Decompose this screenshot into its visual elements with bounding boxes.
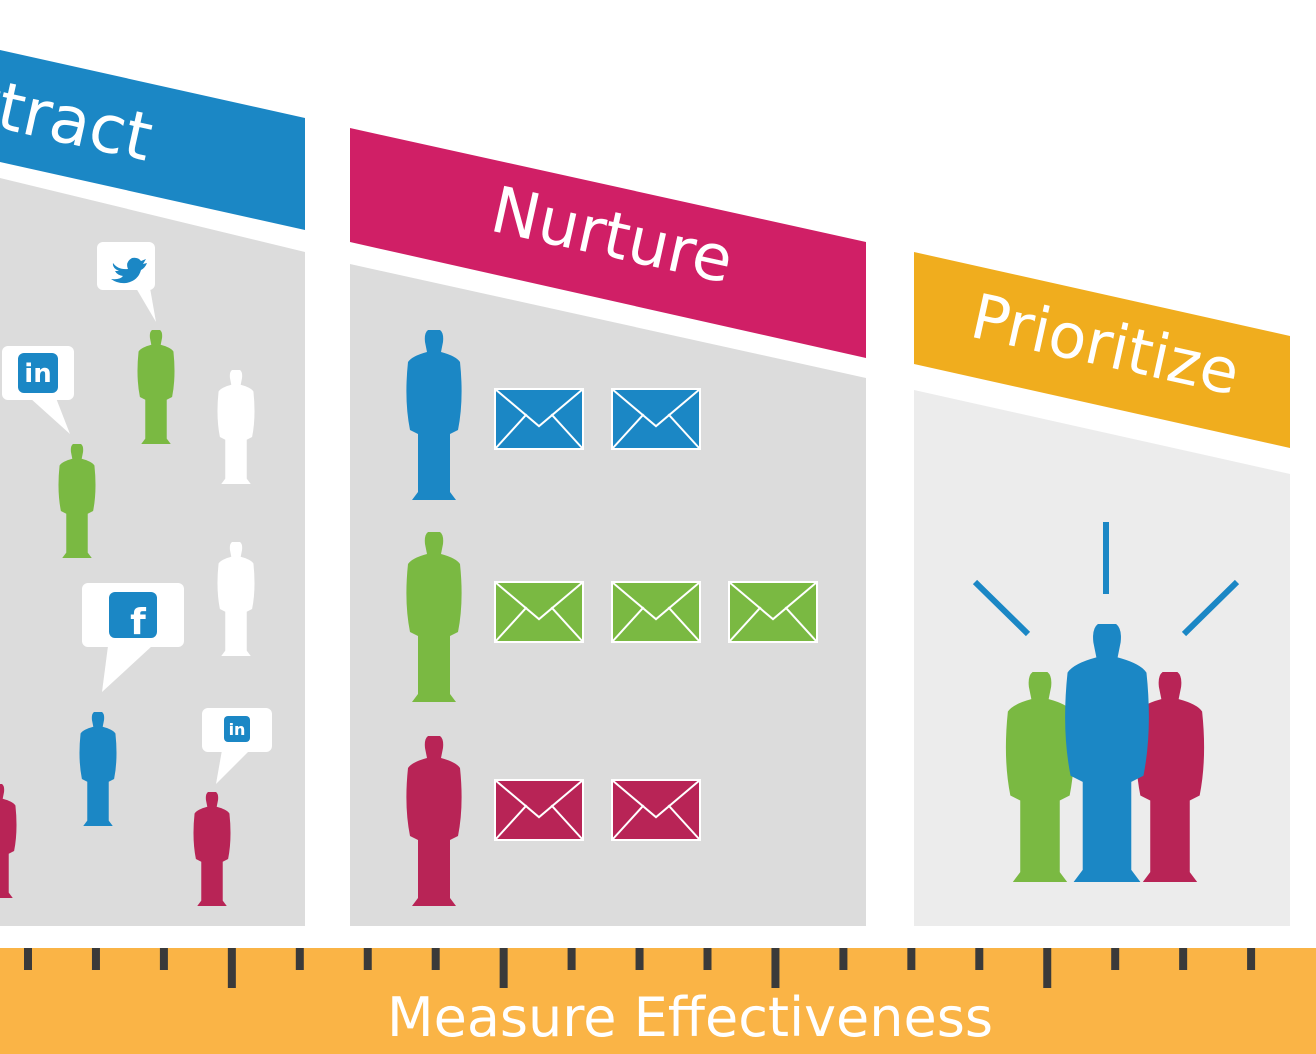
prioritize-banner [914,252,1290,448]
envelope-icon [611,779,701,841]
ruler-minor-tick [159,948,168,970]
facebook-bubble: f [82,583,184,692]
nurture-column: Nurture [350,128,866,926]
ruler-major-tick [771,948,780,988]
ruler-minor-tick [363,948,372,970]
ruler-minor-tick [24,948,32,970]
ruler-minor-tick [1111,948,1120,970]
linkedin-icon: in [224,716,250,742]
linkedin-bubble: in [202,708,272,784]
svg-text:in: in [24,359,51,389]
nurture-envelopes [494,388,818,841]
ruler-major-tick [499,948,508,988]
twitter-icon [111,257,147,284]
ruler-minor-tick [839,948,848,970]
attract-banner [0,50,305,230]
envelope-icon [494,581,584,643]
ruler-minor-tick [567,948,576,970]
ruler-minor-tick [975,948,984,970]
attract-column: Attract in f [0,50,305,926]
ruler-bar [0,948,1316,1054]
ruler-minor-tick [1247,948,1256,970]
ruler-minor-tick [635,948,644,970]
twitter-bubble [97,242,156,322]
ruler-ticks [24,948,1256,988]
ruler-minor-tick [1179,948,1188,970]
envelope-icon [494,779,584,841]
prioritize-column: Prioritize [914,252,1290,926]
svg-text:f: f [130,602,146,643]
ruler-minor-tick [295,948,304,970]
measure-ruler: Measure Effectiveness [0,948,1316,1054]
ruler-minor-tick [431,948,440,970]
nurture-panel [350,264,866,926]
ruler-minor-tick [703,948,712,970]
attract-panel [0,178,305,926]
envelope-icon [611,388,701,450]
ruler-major-tick [227,948,236,988]
linkedin-bubble: in [2,346,74,434]
ruler-label: Measure Effectiveness [387,986,993,1049]
envelope-icon [494,388,584,450]
ruler-minor-tick [91,948,100,970]
envelope-icon [611,581,701,643]
highlight-rays [972,522,1240,637]
nurture-banner [350,128,866,358]
facebook-icon: f [109,592,157,643]
linkedin-icon: in [18,353,58,393]
ruler-minor-tick [907,948,916,970]
svg-text:in: in [229,720,246,739]
envelope-icon [728,581,818,643]
ruler-major-tick [1043,948,1052,988]
